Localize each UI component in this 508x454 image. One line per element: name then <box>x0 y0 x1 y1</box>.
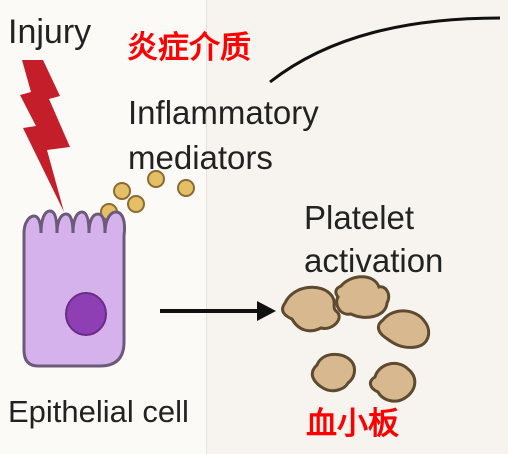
platelet-cn-label: 血小板 <box>306 406 399 442</box>
platelet-icon <box>281 285 341 333</box>
connector-curve <box>269 16 501 84</box>
mediator-particle <box>113 182 131 200</box>
injury-lightning-icon <box>20 60 70 212</box>
epithelial-cell-icon <box>22 209 126 368</box>
cell-nucleus <box>65 292 107 336</box>
platelet-icon <box>369 361 417 403</box>
epithelial-cell-label: Epithelial cell <box>8 394 189 429</box>
panel-divider <box>206 0 207 454</box>
platelet-icon <box>310 352 356 393</box>
platelet-group <box>281 275 431 403</box>
mediator-particle <box>127 195 145 213</box>
inflammatory-mediators-cn-label: 炎症介质 <box>127 30 251 66</box>
mediator-particle <box>177 179 195 197</box>
right-panel <box>206 0 508 454</box>
mediator-particle <box>147 170 165 188</box>
platelet-activation-label: Platelet activation <box>304 199 444 279</box>
activation-arrowhead <box>257 301 276 321</box>
injury-label: Injury <box>8 13 92 51</box>
platelet-icon <box>377 309 431 349</box>
inflammatory-mediators-label: Inflammatory mediators <box>128 94 319 176</box>
platelet-icon <box>334 275 391 319</box>
